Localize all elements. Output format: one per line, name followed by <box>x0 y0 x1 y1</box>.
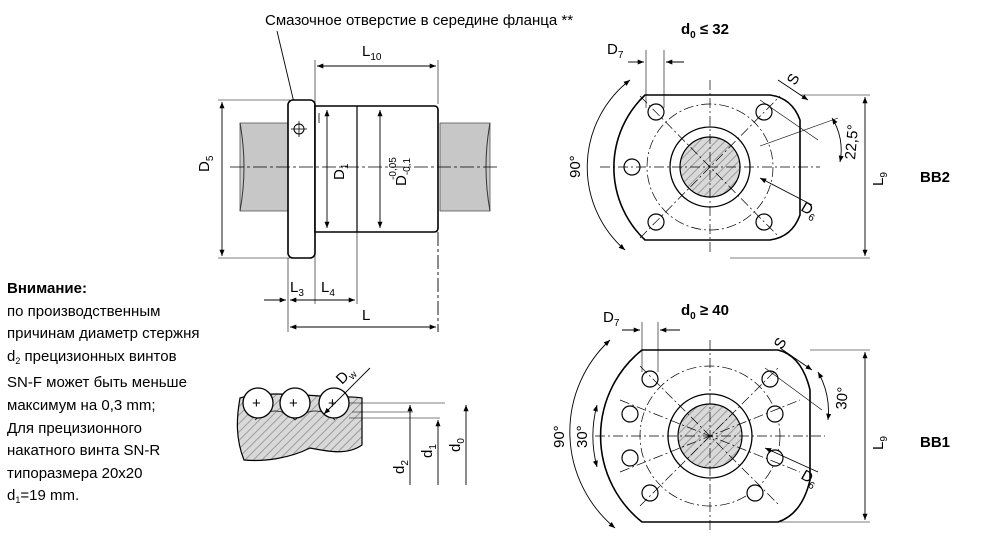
ball-1 <box>242 387 274 419</box>
nut-body <box>314 105 439 233</box>
bb1-heading: d0 ≥ 40 <box>681 302 729 322</box>
note-line: типоразмера 20x20 <box>7 464 143 482</box>
d0-label: d0 <box>447 438 467 452</box>
d2-label: d2 <box>391 460 411 474</box>
bb2-view: d0 ≤ 32 D7 90° S 22,5° D6 <box>567 21 950 259</box>
bb2-D7-label: D7 <box>607 41 624 61</box>
bb2-22-5deg-label: 22,5° <box>842 124 862 161</box>
svg-text:+: + <box>252 395 261 412</box>
D1-tolerance-label: D-0,1-0,05 <box>388 157 413 186</box>
bb2-90deg-label: 90° <box>567 155 584 178</box>
L4-label: L4 <box>321 279 335 299</box>
attention-note: Внимание: по производственным причинам д… <box>7 278 237 512</box>
note-line: Для прецизионного <box>7 419 142 437</box>
bb2-L9-label: L9 <box>870 172 890 186</box>
bb1-L9-label: L9 <box>870 436 890 450</box>
d1-label: d1 <box>419 444 439 458</box>
bb1-30deg-label: 30° <box>833 386 852 410</box>
flange <box>287 99 316 259</box>
D5-label: D5 <box>196 155 216 172</box>
bb1-view: d0 ≥ 40 D7 90° 30° S <box>551 302 950 530</box>
note-line: максимум на 0,3 mm; <box>7 396 156 414</box>
Dw-label: Dw <box>333 362 360 389</box>
L3-label: L3 <box>290 279 304 299</box>
bb1-90deg-label: 90° <box>551 425 568 448</box>
bb2-D6-label: D6 <box>797 199 822 225</box>
bb1-D6-label: D6 <box>797 467 822 493</box>
ball-2 <box>279 387 311 419</box>
note-line: d2 прецизионных винтов <box>7 347 177 366</box>
note-line: по производственным <box>7 302 161 320</box>
note-line: d1=19 mm. <box>7 487 80 506</box>
bb1-inner-30deg-label: 30° <box>574 425 591 448</box>
note-line: причинам диаметр стержня <box>7 325 200 343</box>
L-label: L <box>362 307 370 324</box>
svg-text:+: + <box>289 395 298 412</box>
bb2-heading: d0 ≤ 32 <box>681 21 729 41</box>
bb2-type-label: BB2 <box>920 169 950 186</box>
D1-label: D1 <box>331 163 351 180</box>
side-view: D5 D1 D-0,1-0,05 L10 L3 L4 L <box>196 43 500 332</box>
bb1-type-label: BB1 <box>920 434 950 451</box>
bb1-D7-label: D7 <box>603 309 620 329</box>
note-line: накатного винта SN-R <box>7 442 161 460</box>
thread-detail: + + + Dw d2 d1 d0 <box>236 362 469 485</box>
svg-text:+: + <box>328 395 337 412</box>
note-title: Внимание: <box>7 280 87 297</box>
L10-label: L10 <box>362 43 382 63</box>
note-line: SN-F может быть меньше <box>7 374 187 392</box>
lubrication-hole-caption: Смазочное отверстие в середине фланца ** <box>265 12 573 29</box>
